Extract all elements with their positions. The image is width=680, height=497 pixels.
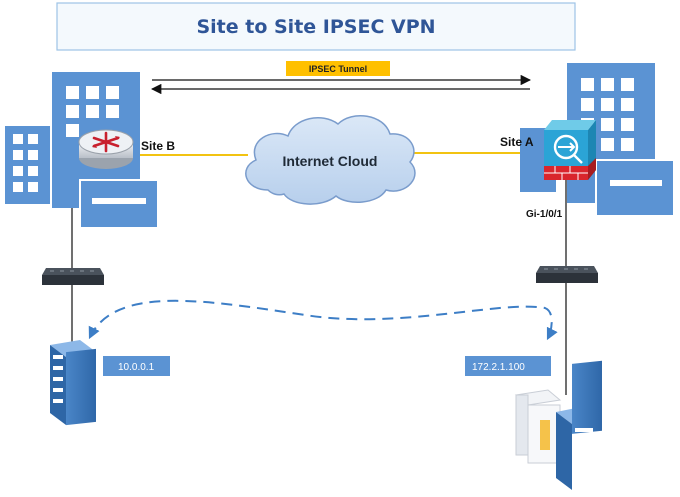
- tunnel-badge: [286, 61, 390, 76]
- site-b-ip-box: 10.0.0.1: [103, 356, 170, 376]
- server-icon: [514, 360, 602, 490]
- site-a-ip-box: 172.2.1.100: [465, 356, 551, 376]
- internet-cloud: Internet Cloud: [245, 115, 416, 205]
- page-title: Site to Site IPSEC VPN: [196, 16, 435, 38]
- site-a-interface: Gi-1/0/1: [526, 209, 563, 220]
- switch-icon: [42, 268, 104, 285]
- site-b-label: Site B: [141, 139, 175, 153]
- tunnel-label: IPSEC Tunnel: [309, 64, 367, 74]
- traffic-flow-arrow: [88, 299, 558, 341]
- cloud-label: Internet Cloud: [283, 153, 378, 169]
- site-a-ip: 172.2.1.100: [472, 362, 525, 373]
- server-icon: [50, 340, 96, 426]
- building-icon: [520, 63, 675, 217]
- title-box: Site to Site IPSEC VPN: [56, 2, 576, 51]
- site-b-ip: 10.0.0.1: [118, 362, 155, 373]
- ipsec-tunnel: IPSEC Tunnel: [150, 61, 532, 95]
- router-icon: [78, 129, 134, 169]
- switch-icon: [536, 266, 598, 283]
- firewall-icon: [544, 120, 596, 180]
- site-a-label: Site A: [500, 135, 534, 149]
